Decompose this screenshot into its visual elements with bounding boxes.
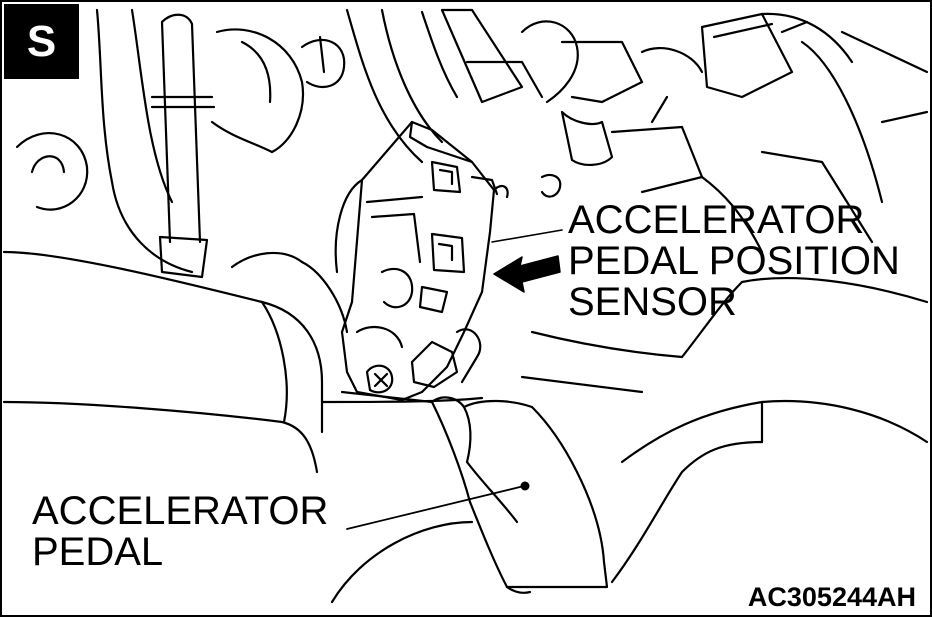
pedal-label-line-2: PEDAL — [32, 530, 164, 574]
sensor-label-line-1: ACCELERATOR — [568, 198, 865, 242]
floor-structure — [330, 276, 929, 604]
pedal-callout-label: ACCELERATOR PEDAL — [32, 491, 352, 573]
sensor-label-line-3: SENSOR — [568, 280, 737, 324]
leader-lines — [346, 229, 563, 530]
background-structure — [95, 8, 929, 279]
section-badge: S — [4, 4, 79, 79]
sensor-callout-label: ACCELERATOR PEDAL POSITION SENSOR — [568, 200, 930, 323]
dash-panel — [2, 132, 349, 474]
accelerator-pedal — [320, 390, 609, 594]
sensor-pointer-arrow — [493, 255, 561, 293]
pedal-label-line-1: ACCELERATOR — [32, 489, 329, 533]
figure-reference-code: AC305244AH — [747, 582, 916, 612]
sensor-label-line-2: PEDAL POSITION — [568, 239, 900, 283]
pedal-position-sensor — [334, 120, 509, 402]
